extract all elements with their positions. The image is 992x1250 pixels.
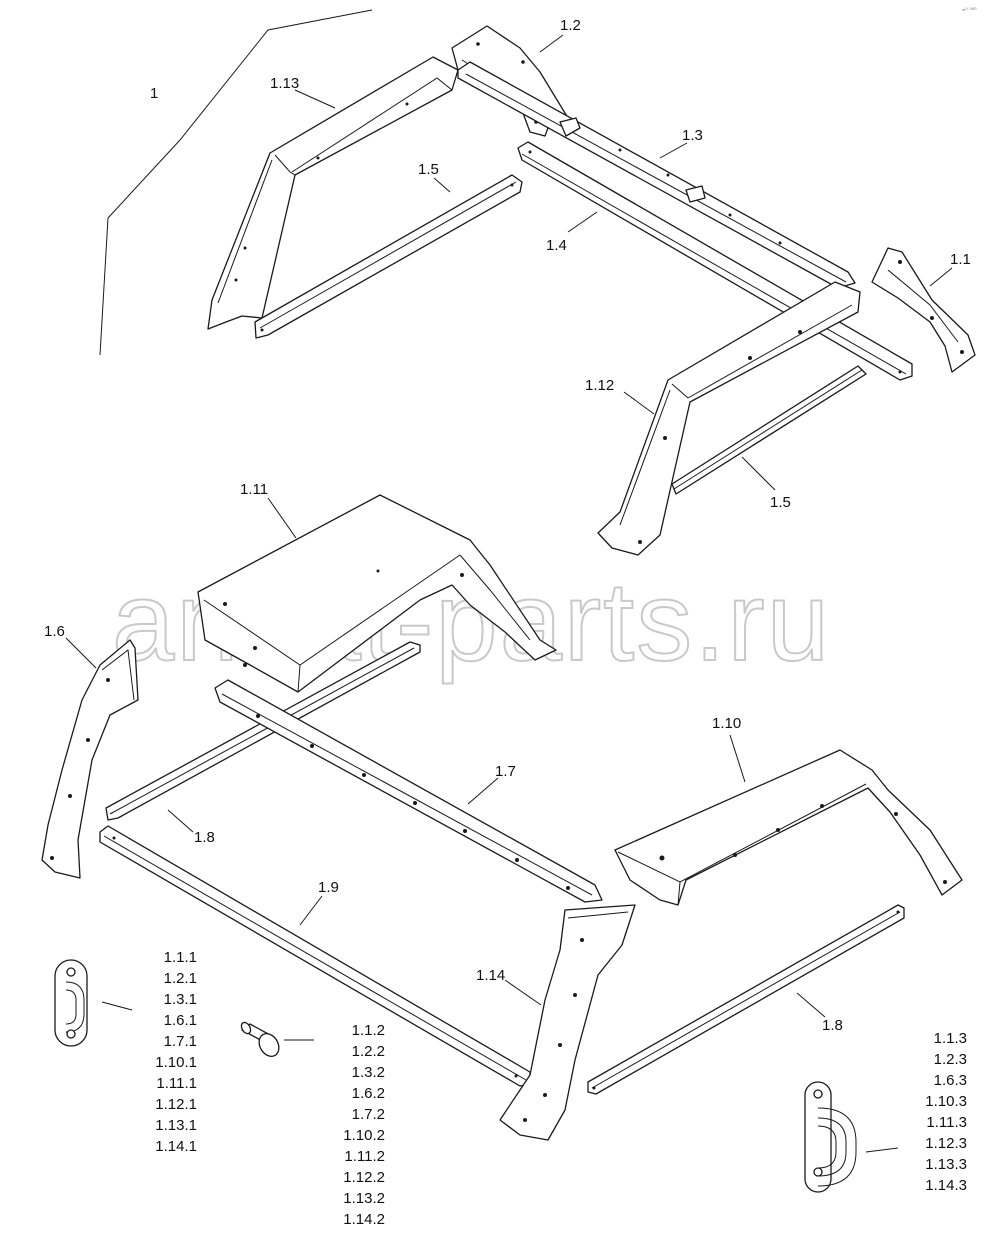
part-1-8-left-rail [105, 641, 421, 821]
hardware-3-item: 1.1.3 [934, 1030, 967, 1047]
callout-1-1: 1.1 [950, 251, 971, 268]
callout-1-14: 1.14 [476, 967, 505, 984]
leader-1-5b [741, 456, 776, 491]
callout-1-6: 1.6 [44, 623, 65, 640]
hardware-list-3: 1.1.3 1.2.3 1.6.3 1.10.3 1.11.3 1.12.3 1… [925, 1030, 967, 1194]
callout-1-3: 1.3 [682, 127, 703, 144]
part-1-14-right-pillar [499, 904, 636, 1141]
hardware-1-item: 1.13.1 [155, 1117, 197, 1134]
callout-1-2: 1.2 [560, 17, 581, 34]
hardware-1-item: 1.3.1 [164, 991, 197, 1008]
callout-1-8b: 1.8 [822, 1017, 843, 1034]
callout-1-8a: 1.8 [194, 829, 215, 846]
callout-1-5a: 1.5 [418, 161, 439, 178]
leader-1-14 [504, 979, 542, 1006]
hardware-2-item: 1.3.2 [352, 1064, 385, 1081]
callout-1-10: 1.10 [712, 715, 741, 732]
hardware-list-1: 1.1.1 1.2.1 1.3.1 1.6.1 1.7.1 1.10.1 1.1… [155, 949, 197, 1155]
hardware-2-item: 1.1.2 [352, 1022, 385, 1039]
leader-1-7 [467, 777, 499, 805]
hardware-2-item: 1.11.2 [344, 1148, 385, 1165]
part-1-7-cross-rail [214, 679, 603, 903]
hardware-1-item: 1.10.1 [155, 1054, 197, 1071]
leader-1-12 [623, 391, 655, 415]
part-1-3-rear-rail [457, 61, 856, 289]
hardware-1-item: 1.14.1 [155, 1138, 197, 1155]
assembly-bracket-line [99, 9, 373, 356]
hardware-1-item: 1.2.1 [164, 970, 197, 987]
leader-1-3 [659, 142, 688, 159]
callout-1-9: 1.9 [318, 879, 339, 896]
callout-1-5b: 1.5 [770, 494, 791, 511]
callout-1: 1 [150, 85, 158, 102]
part-1-11-wheel-cover [197, 494, 557, 693]
leader-1-5a [433, 177, 451, 193]
hardware-1-item: 1.11.1 [156, 1075, 197, 1092]
hardware-3-item: 1.14.3 [925, 1177, 967, 1194]
leader-1-4 [567, 211, 598, 233]
hardware-2-item: 1.6.2 [352, 1085, 385, 1102]
part-1-1-right-bracket [871, 247, 976, 373]
part-1-6-left-pillar [41, 639, 139, 879]
leader-1-9 [299, 895, 323, 926]
part-1-8-right-rail [587, 904, 905, 1095]
part-1-12-upper-right-arch [597, 281, 861, 556]
leader-1-13 [294, 89, 336, 109]
leader-1-11 [267, 497, 297, 539]
hardware-1-item: 1.12.1 [155, 1096, 197, 1113]
corner-mark: ≈⁰ ⁰⁰⁰ [962, 7, 977, 14]
callout-1-11: 1.11 [240, 481, 268, 498]
hardware-2-item: 1.14.2 [343, 1211, 385, 1228]
hardware-3-item: 1.13.3 [925, 1156, 967, 1173]
part-1-5-right-strut [671, 365, 867, 495]
hardware-2-item: 1.7.2 [352, 1106, 385, 1123]
leader-1-8a [167, 809, 194, 833]
leader-fastener-1 [101, 1001, 133, 1011]
hardware-2-item: 1.2.2 [352, 1043, 385, 1060]
part-1-5-left-strut [254, 174, 523, 339]
leader-fastener-3 [865, 1147, 899, 1153]
leader-1-6 [65, 637, 97, 669]
fastener-2-pin [240, 1021, 280, 1057]
fastener-3-double-clip [804, 1081, 857, 1193]
hardware-list-2: 1.1.2 1.2.2 1.3.2 1.6.2 1.7.2 1.10.2 1.1… [343, 1022, 385, 1228]
leader-1-1 [929, 267, 953, 287]
part-1-4-middle-rail [517, 141, 913, 381]
leader-1-10 [729, 734, 746, 783]
callout-1-4: 1.4 [546, 237, 567, 254]
hardware-1-item: 1.7.1 [164, 1033, 197, 1050]
hardware-2-item: 1.10.2 [343, 1127, 385, 1144]
hardware-3-item: 1.12.3 [925, 1135, 967, 1152]
callout-1-13: 1.13 [270, 75, 299, 92]
hardware-3-item: 1.10.3 [925, 1093, 967, 1110]
part-1-10-front-cover [614, 749, 963, 906]
hardware-1-item: 1.1.1 [164, 949, 197, 966]
hardware-3-item: 1.2.3 [934, 1051, 967, 1068]
hardware-3-item: 1.6.3 [934, 1072, 967, 1089]
callout-1-12: 1.12 [585, 377, 614, 394]
hardware-1-item: 1.6.1 [164, 1012, 197, 1029]
leader-1-2 [539, 34, 564, 53]
hardware-2-item: 1.12.2 [343, 1169, 385, 1186]
callout-1-7: 1.7 [495, 763, 516, 780]
hardware-2-item: 1.13.2 [343, 1190, 385, 1207]
hardware-3-item: 1.11.3 [926, 1114, 967, 1131]
leader-1-8b [796, 992, 826, 1018]
fastener-1-clip-plate [54, 959, 88, 1047]
